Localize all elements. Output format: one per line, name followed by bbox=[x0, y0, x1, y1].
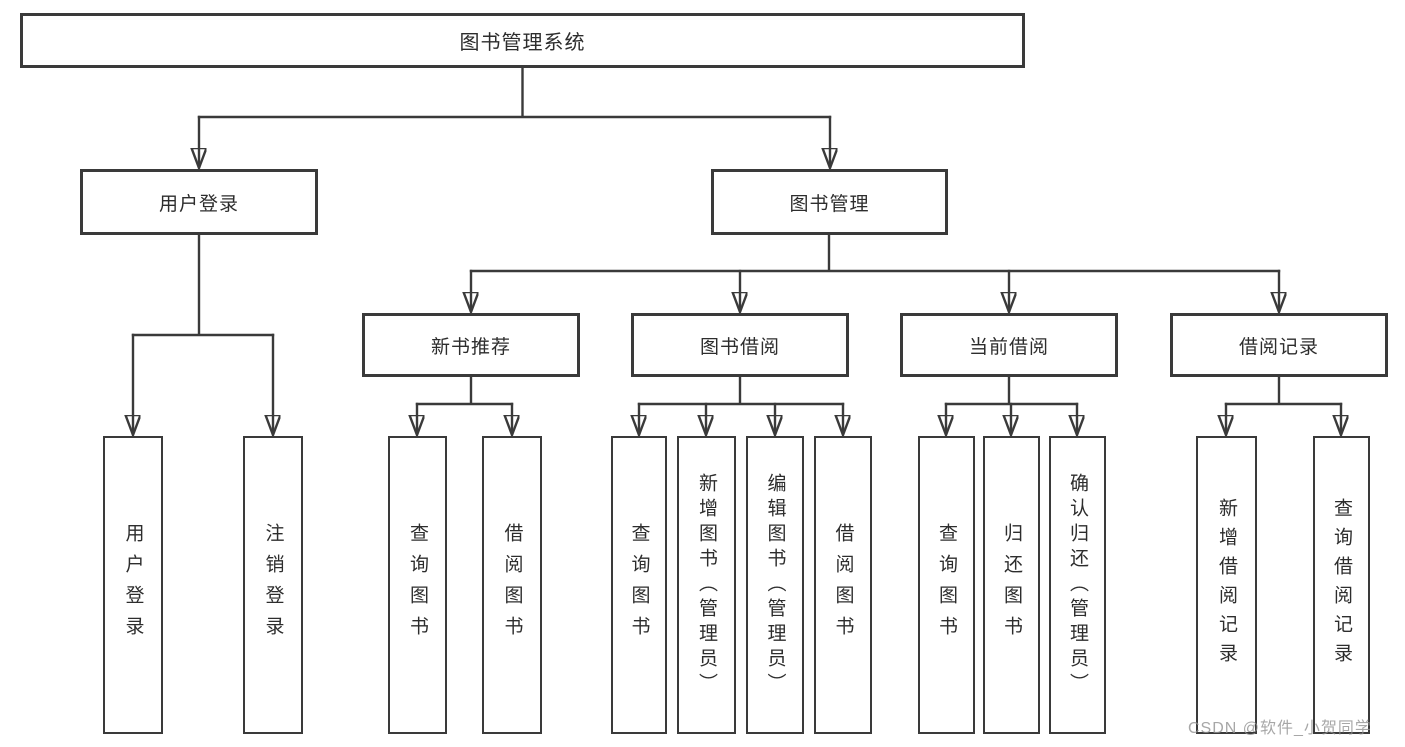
node-current-borrowing: 当前借阅 bbox=[900, 313, 1118, 377]
node-label: 查询图书 bbox=[936, 523, 957, 647]
node-label: 图书管理 bbox=[789, 193, 870, 215]
node-label: 编辑图书（管理员） bbox=[764, 472, 786, 698]
connector-book-borrow-trunk bbox=[637, 375, 845, 406]
node-book-management: 图书管理 bbox=[711, 169, 948, 235]
leaf-logout: 注销登录 bbox=[243, 436, 303, 734]
node-label: 确认归还（管理员） bbox=[1067, 472, 1088, 698]
node-label: 新书推荐 bbox=[430, 336, 511, 358]
connector-current-borrow-trunk bbox=[944, 375, 1079, 406]
leaf-nb-borrow-books: 借阅图书 bbox=[482, 436, 542, 734]
leaf-bb-edit-books-admin: 编辑图书（管理员） bbox=[746, 436, 804, 734]
node-new-book-recommendation: 新书推荐 bbox=[362, 313, 580, 377]
node-label: 新增借阅记录 bbox=[1216, 498, 1237, 672]
connector-root-trunk bbox=[197, 66, 832, 119]
connector-borrow-records-trunk bbox=[1224, 375, 1343, 406]
node-label: 当前借阅 bbox=[968, 336, 1049, 358]
node-label: 借阅图书 bbox=[832, 523, 854, 647]
leaf-user-login: 用户登录 bbox=[103, 436, 163, 734]
leaf-br-query-record: 查询借阅记录 bbox=[1313, 436, 1370, 734]
leaf-nb-query-books: 查询图书 bbox=[388, 436, 447, 734]
node-label: 归还图书 bbox=[1001, 523, 1022, 647]
node-borrowing-records: 借阅记录 bbox=[1170, 313, 1388, 377]
node-book-borrowing: 图书借阅 bbox=[631, 313, 849, 377]
node-label: 图书借阅 bbox=[699, 336, 780, 358]
node-label: 借阅图书 bbox=[501, 523, 523, 647]
node-label: 查询借阅记录 bbox=[1331, 498, 1352, 672]
node-label: 注销登录 bbox=[262, 523, 284, 647]
leaf-br-add-record: 新增借阅记录 bbox=[1196, 436, 1257, 734]
node-user-login: 用户登录 bbox=[80, 169, 318, 235]
leaf-cb-query-books: 查询图书 bbox=[918, 436, 975, 734]
leaf-bb-add-books-admin: 新增图书（管理员） bbox=[677, 436, 736, 734]
connector-user-login-trunk bbox=[131, 233, 275, 337]
node-label: 用户登录 bbox=[122, 523, 144, 647]
node-library-management-system: 图书管理系统 bbox=[20, 13, 1025, 68]
connector-new-books-trunk bbox=[415, 375, 514, 406]
node-label: 借阅记录 bbox=[1238, 336, 1319, 358]
node-label: 查询图书 bbox=[407, 523, 428, 647]
node-label: 图书管理系统 bbox=[459, 32, 586, 54]
csdn-watermark: CSDN @软件_小贺同学 bbox=[1188, 720, 1372, 737]
node-label: 查询图书 bbox=[628, 523, 650, 647]
connector-book-mgmt-trunk bbox=[469, 233, 1281, 273]
node-label: 用户登录 bbox=[158, 193, 239, 215]
leaf-bb-borrow-books: 借阅图书 bbox=[814, 436, 872, 734]
node-label: 新增图书（管理员） bbox=[696, 472, 717, 698]
leaf-cb-confirm-return-admin: 确认归还（管理员） bbox=[1049, 436, 1106, 734]
leaf-cb-return-books: 归还图书 bbox=[983, 436, 1040, 734]
leaf-bb-query-books: 查询图书 bbox=[611, 436, 667, 734]
